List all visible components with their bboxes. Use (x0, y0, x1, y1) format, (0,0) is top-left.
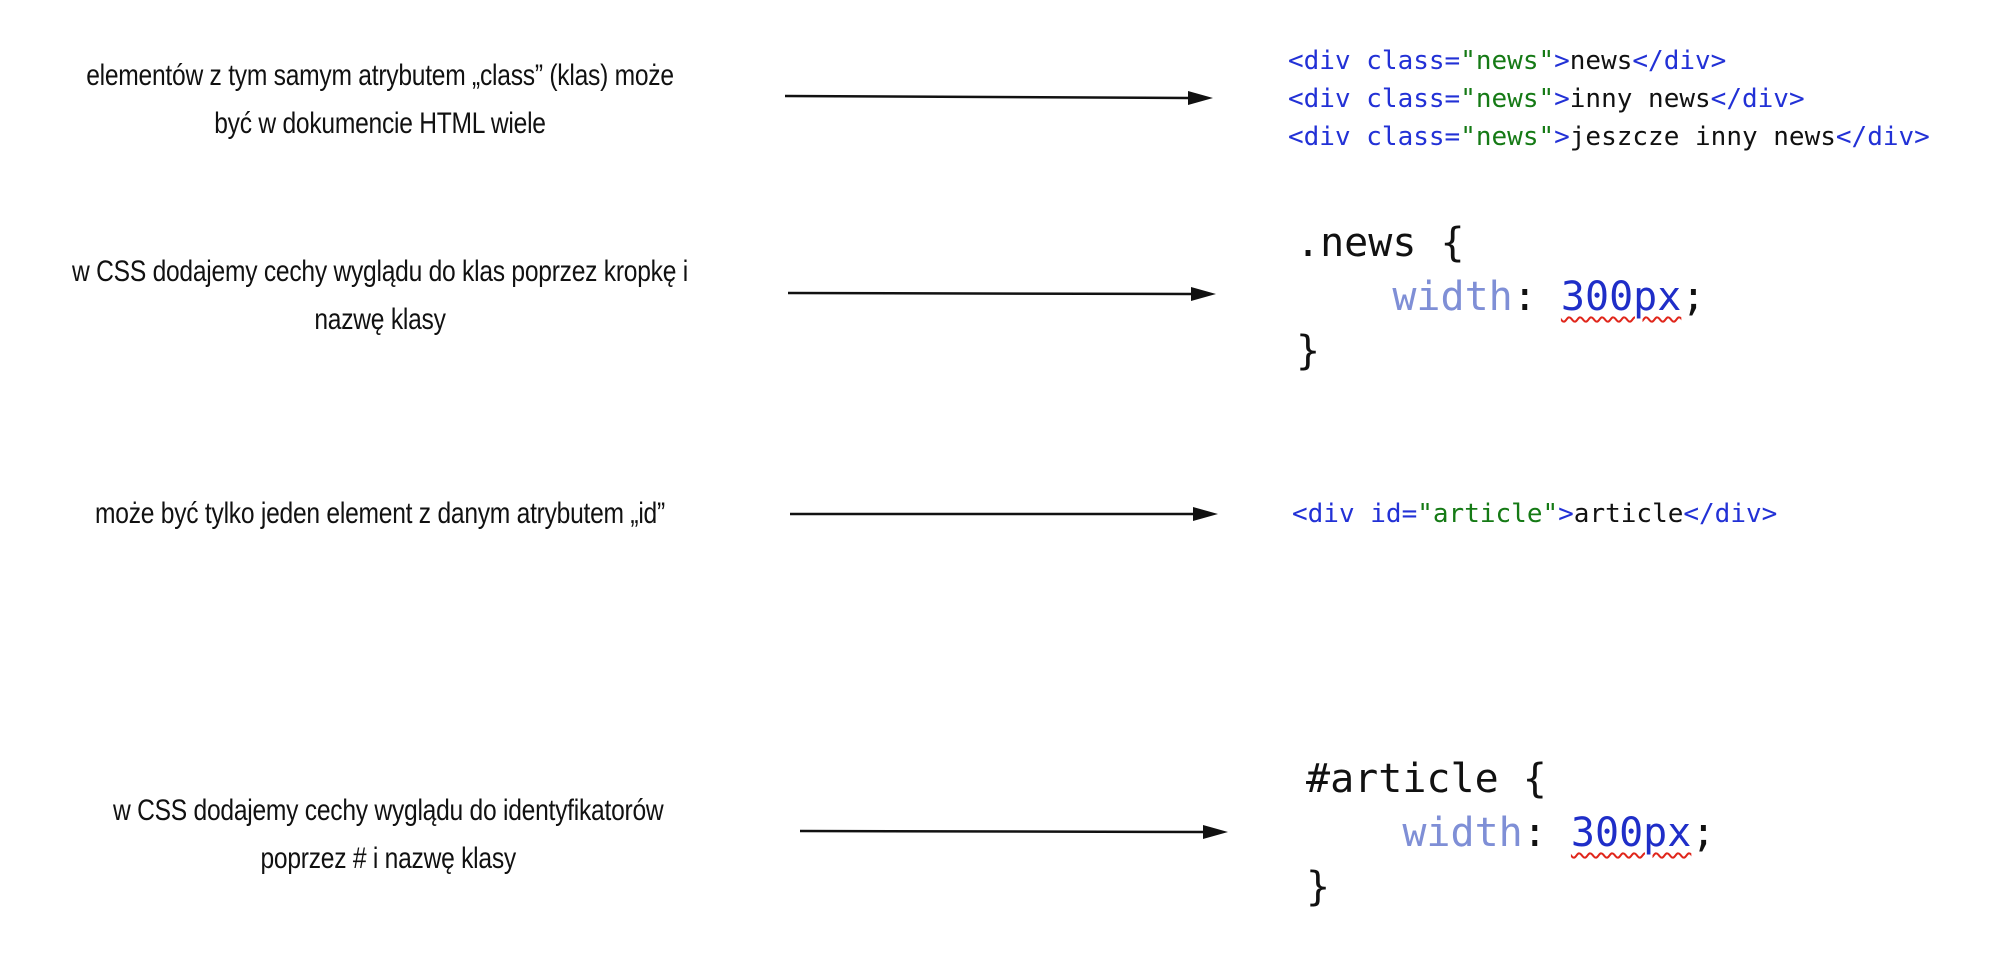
css-id-value: 300px (1570, 810, 1692, 856)
css-class-selector: .news { (1296, 220, 1465, 266)
description-css-class: w CSS dodajemy cechy wyglądu do klas pop… (72, 255, 688, 336)
css-id-rule: #article { width: 300px; } (1306, 756, 1716, 910)
css-id-close-brace: } (1306, 864, 1331, 910)
description-class-attribute: elementów z tym samym atrybutem „class” … (86, 59, 674, 140)
css-id-property: width (1402, 810, 1523, 856)
css-id-selector: #article { (1306, 756, 1547, 802)
html-class-code: <div class="news">news</div> <div class=… (1288, 42, 1930, 156)
code-line-1: <div class="news">news</div> (1288, 46, 1727, 76)
html-id-code: <div id="article">article</div> (1292, 495, 1777, 533)
code-line-2: <div class="news">inny news</div> (1288, 84, 1805, 114)
arrow-3 (790, 507, 1218, 521)
code-line-3: <div class="news">jeszcze inny news</div… (1288, 122, 1930, 152)
css-class-value: 300px (1560, 274, 1682, 320)
arrow-1 (784, 91, 1213, 105)
description-css-id: w CSS dodajemy cechy wyglądu do identyfi… (112, 794, 664, 875)
code-line-id: <div id="article">article</div> (1292, 499, 1778, 529)
css-class-property: width (1392, 274, 1513, 320)
arrow-4 (799, 825, 1228, 839)
css-class-close-brace: } (1296, 328, 1321, 374)
description-id-attribute: może być tylko jeden element z danym atr… (95, 497, 665, 530)
arrow-2 (787, 287, 1216, 301)
css-class-rule: .news { width: 300px; } (1296, 220, 1706, 374)
